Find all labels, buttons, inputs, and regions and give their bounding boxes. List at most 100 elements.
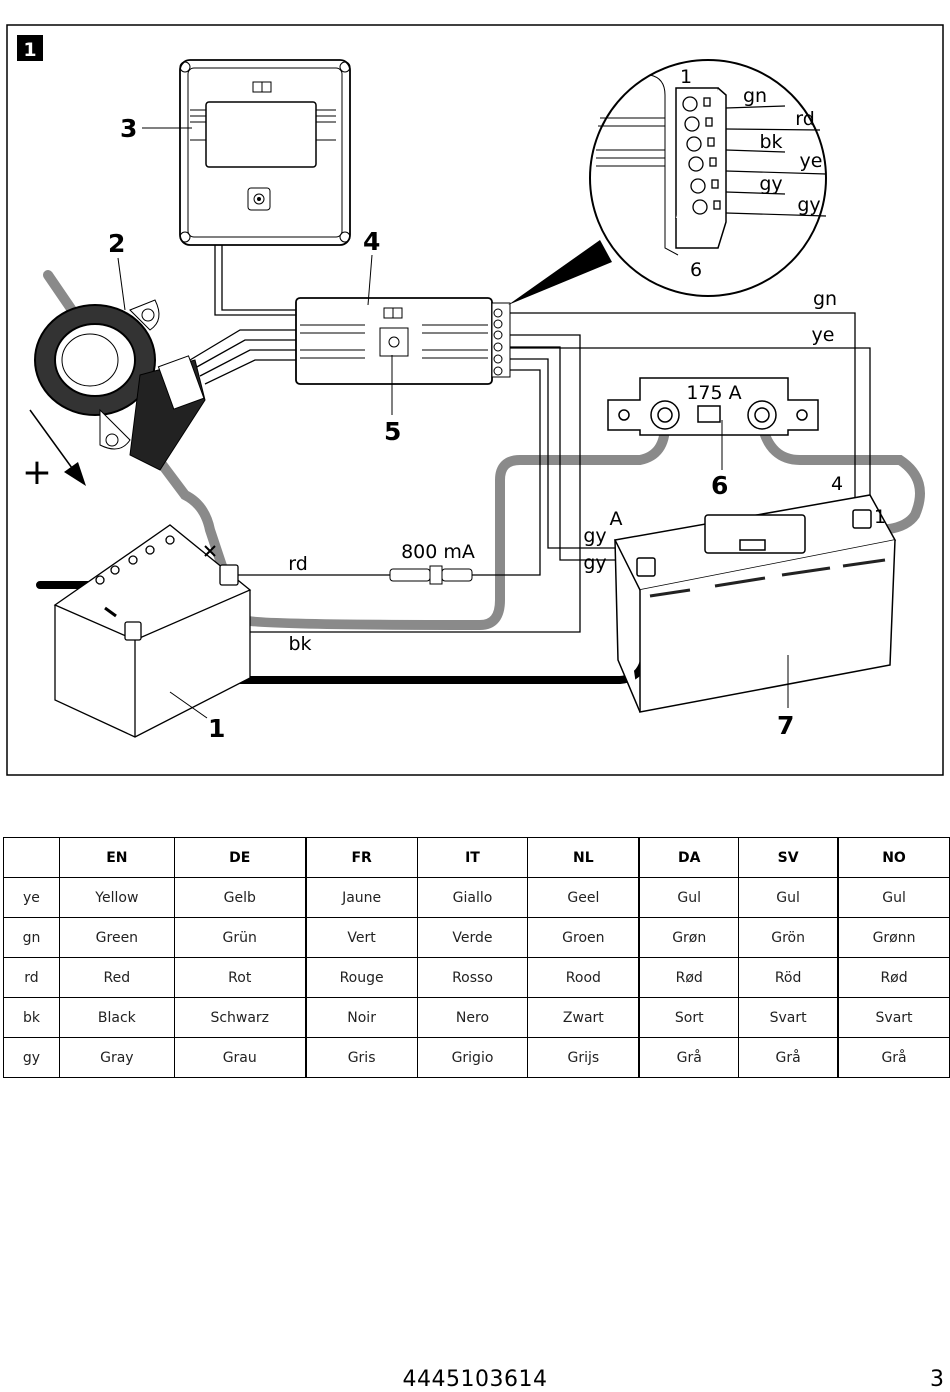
detail-label-bk: bk	[759, 131, 782, 153]
wire-label-gy-bottom: gy	[583, 552, 606, 574]
starter-battery	[53, 524, 252, 738]
table-header-cell: FR	[304, 837, 418, 878]
table-cell: Grau	[173, 1037, 307, 1078]
table-cell: Grön	[738, 917, 839, 958]
thin-wires	[189, 245, 871, 633]
fuse-175-label: 175 A	[686, 382, 741, 404]
table-cell: Yellow	[58, 877, 175, 918]
wire-label-gy-top: gy	[583, 525, 606, 547]
detail-label-gy-1: gy	[759, 173, 782, 195]
table-cell: Schwarz	[173, 997, 307, 1038]
table-cell: Rød	[837, 957, 950, 998]
table-cell: Verde	[416, 917, 529, 958]
service-battery	[613, 494, 897, 713]
plus-sign: +	[22, 452, 52, 493]
table-cell: Gul	[638, 877, 740, 918]
wire-label-bk: bk	[288, 633, 311, 655]
wire-label-rd: rd	[288, 553, 308, 575]
page-number: 3	[930, 1367, 944, 1392]
table-cell: Vert	[304, 917, 418, 958]
wiring-diagram: 1	[6, 24, 944, 776]
table-cell: Giallo	[416, 877, 529, 918]
figure-frame	[6, 24, 944, 776]
table-header-cell: EN	[58, 837, 175, 878]
main-fuse-holder	[607, 377, 819, 436]
terminal-4-label: 4	[831, 473, 843, 495]
table-header-cell	[3, 837, 60, 878]
table-cell: Rood	[527, 957, 640, 998]
callout-3: 3	[120, 114, 137, 143]
table-cell: ye	[3, 877, 60, 918]
callout-1: 1	[208, 714, 225, 743]
table-cell: Grønn	[837, 917, 950, 958]
table-cell: Rosso	[416, 957, 529, 998]
table-cell: Gris	[304, 1037, 418, 1078]
detail-label-ye: ye	[800, 150, 823, 172]
table-cell: bk	[3, 997, 60, 1038]
detail-pin-6: 6	[690, 259, 702, 281]
table-cell: Grigio	[416, 1037, 529, 1078]
table-cell: Noir	[304, 997, 418, 1038]
wire-color-table: EN DE FR IT NL DA SV NO ye Yellow Gelb J…	[3, 837, 950, 1078]
table-cell: Rouge	[304, 957, 418, 998]
table-cell: Grøn	[638, 917, 740, 958]
table-row: gy Gray Grau Gris Grigio Grijs Grå Grå G…	[3, 1037, 950, 1078]
current-direction-arrow	[29, 409, 73, 469]
table-header-cell: DA	[638, 837, 740, 878]
callout-2: 2	[108, 229, 125, 258]
figure-number: 1	[23, 39, 36, 61]
document-code: 4445103614	[402, 1367, 548, 1392]
table-header-cell: IT	[416, 837, 529, 878]
table-cell: Grå	[738, 1037, 839, 1078]
detail-label-gn: gn	[743, 85, 767, 107]
table-cell: Jaune	[304, 877, 418, 918]
table-cell: Nero	[416, 997, 529, 1038]
detail-label-rd: rd	[795, 108, 815, 130]
table-cell: Gul	[837, 877, 950, 918]
figure-number-box	[17, 35, 43, 61]
terminal-a-label: A	[610, 508, 623, 530]
table-cell: Rot	[173, 957, 307, 998]
callout-4: 4	[363, 227, 380, 256]
terminal-detail	[508, 59, 827, 305]
wire-label-gn: gn	[813, 288, 837, 310]
terminal-1-label: 1	[874, 506, 886, 528]
control-panel	[179, 59, 351, 246]
table-cell: gy	[3, 1037, 60, 1078]
callout-6: 6	[711, 471, 728, 500]
arrow-head-icon	[64, 462, 86, 486]
table-header-cell: NL	[527, 837, 640, 878]
table-cell: Geel	[527, 877, 640, 918]
table-cell: Black	[58, 997, 175, 1038]
table-cell: Gelb	[173, 877, 307, 918]
table-row: rd Red Rot Rouge Rosso Rood Rød Röd Rød	[3, 957, 950, 998]
table-cell: Grå	[837, 1037, 950, 1078]
inline-fuse	[389, 565, 473, 585]
table-cell: Red	[58, 957, 175, 998]
table-cell: Zwart	[527, 997, 640, 1038]
table-header-cell: NO	[837, 837, 950, 878]
callout-5: 5	[384, 417, 401, 446]
fuse-800-label: 800 mA	[401, 541, 475, 563]
table-cell: rd	[3, 957, 60, 998]
table-row: gn Green Grün Vert Verde Groen Grøn Grön…	[3, 917, 950, 958]
table-cell: Green	[58, 917, 175, 958]
shunt-module	[295, 297, 511, 385]
table-header-cell: DE	[173, 837, 307, 878]
table-row: ye Yellow Gelb Jaune Giallo Geel Gul Gul…	[3, 877, 950, 918]
detail-label-gy-2: gy	[797, 194, 820, 216]
table-cell: Grå	[638, 1037, 740, 1078]
table-header-cell: SV	[738, 837, 839, 878]
current-sensor	[34, 299, 206, 471]
detail-pin-1: 1	[680, 66, 692, 88]
table-cell: gn	[3, 917, 60, 958]
table-cell: Svart	[738, 997, 839, 1038]
table-cell: Grijs	[527, 1037, 640, 1078]
table-cell: Röd	[738, 957, 839, 998]
table-cell: Groen	[527, 917, 640, 958]
leader-lines	[117, 127, 789, 719]
table-row: bk Black Schwarz Noir Nero Zwart Sort Sv…	[3, 997, 950, 1038]
table-header-row: EN DE FR IT NL DA SV NO	[3, 837, 950, 878]
table-cell: Rød	[638, 957, 740, 998]
table-cell: Grün	[173, 917, 307, 958]
